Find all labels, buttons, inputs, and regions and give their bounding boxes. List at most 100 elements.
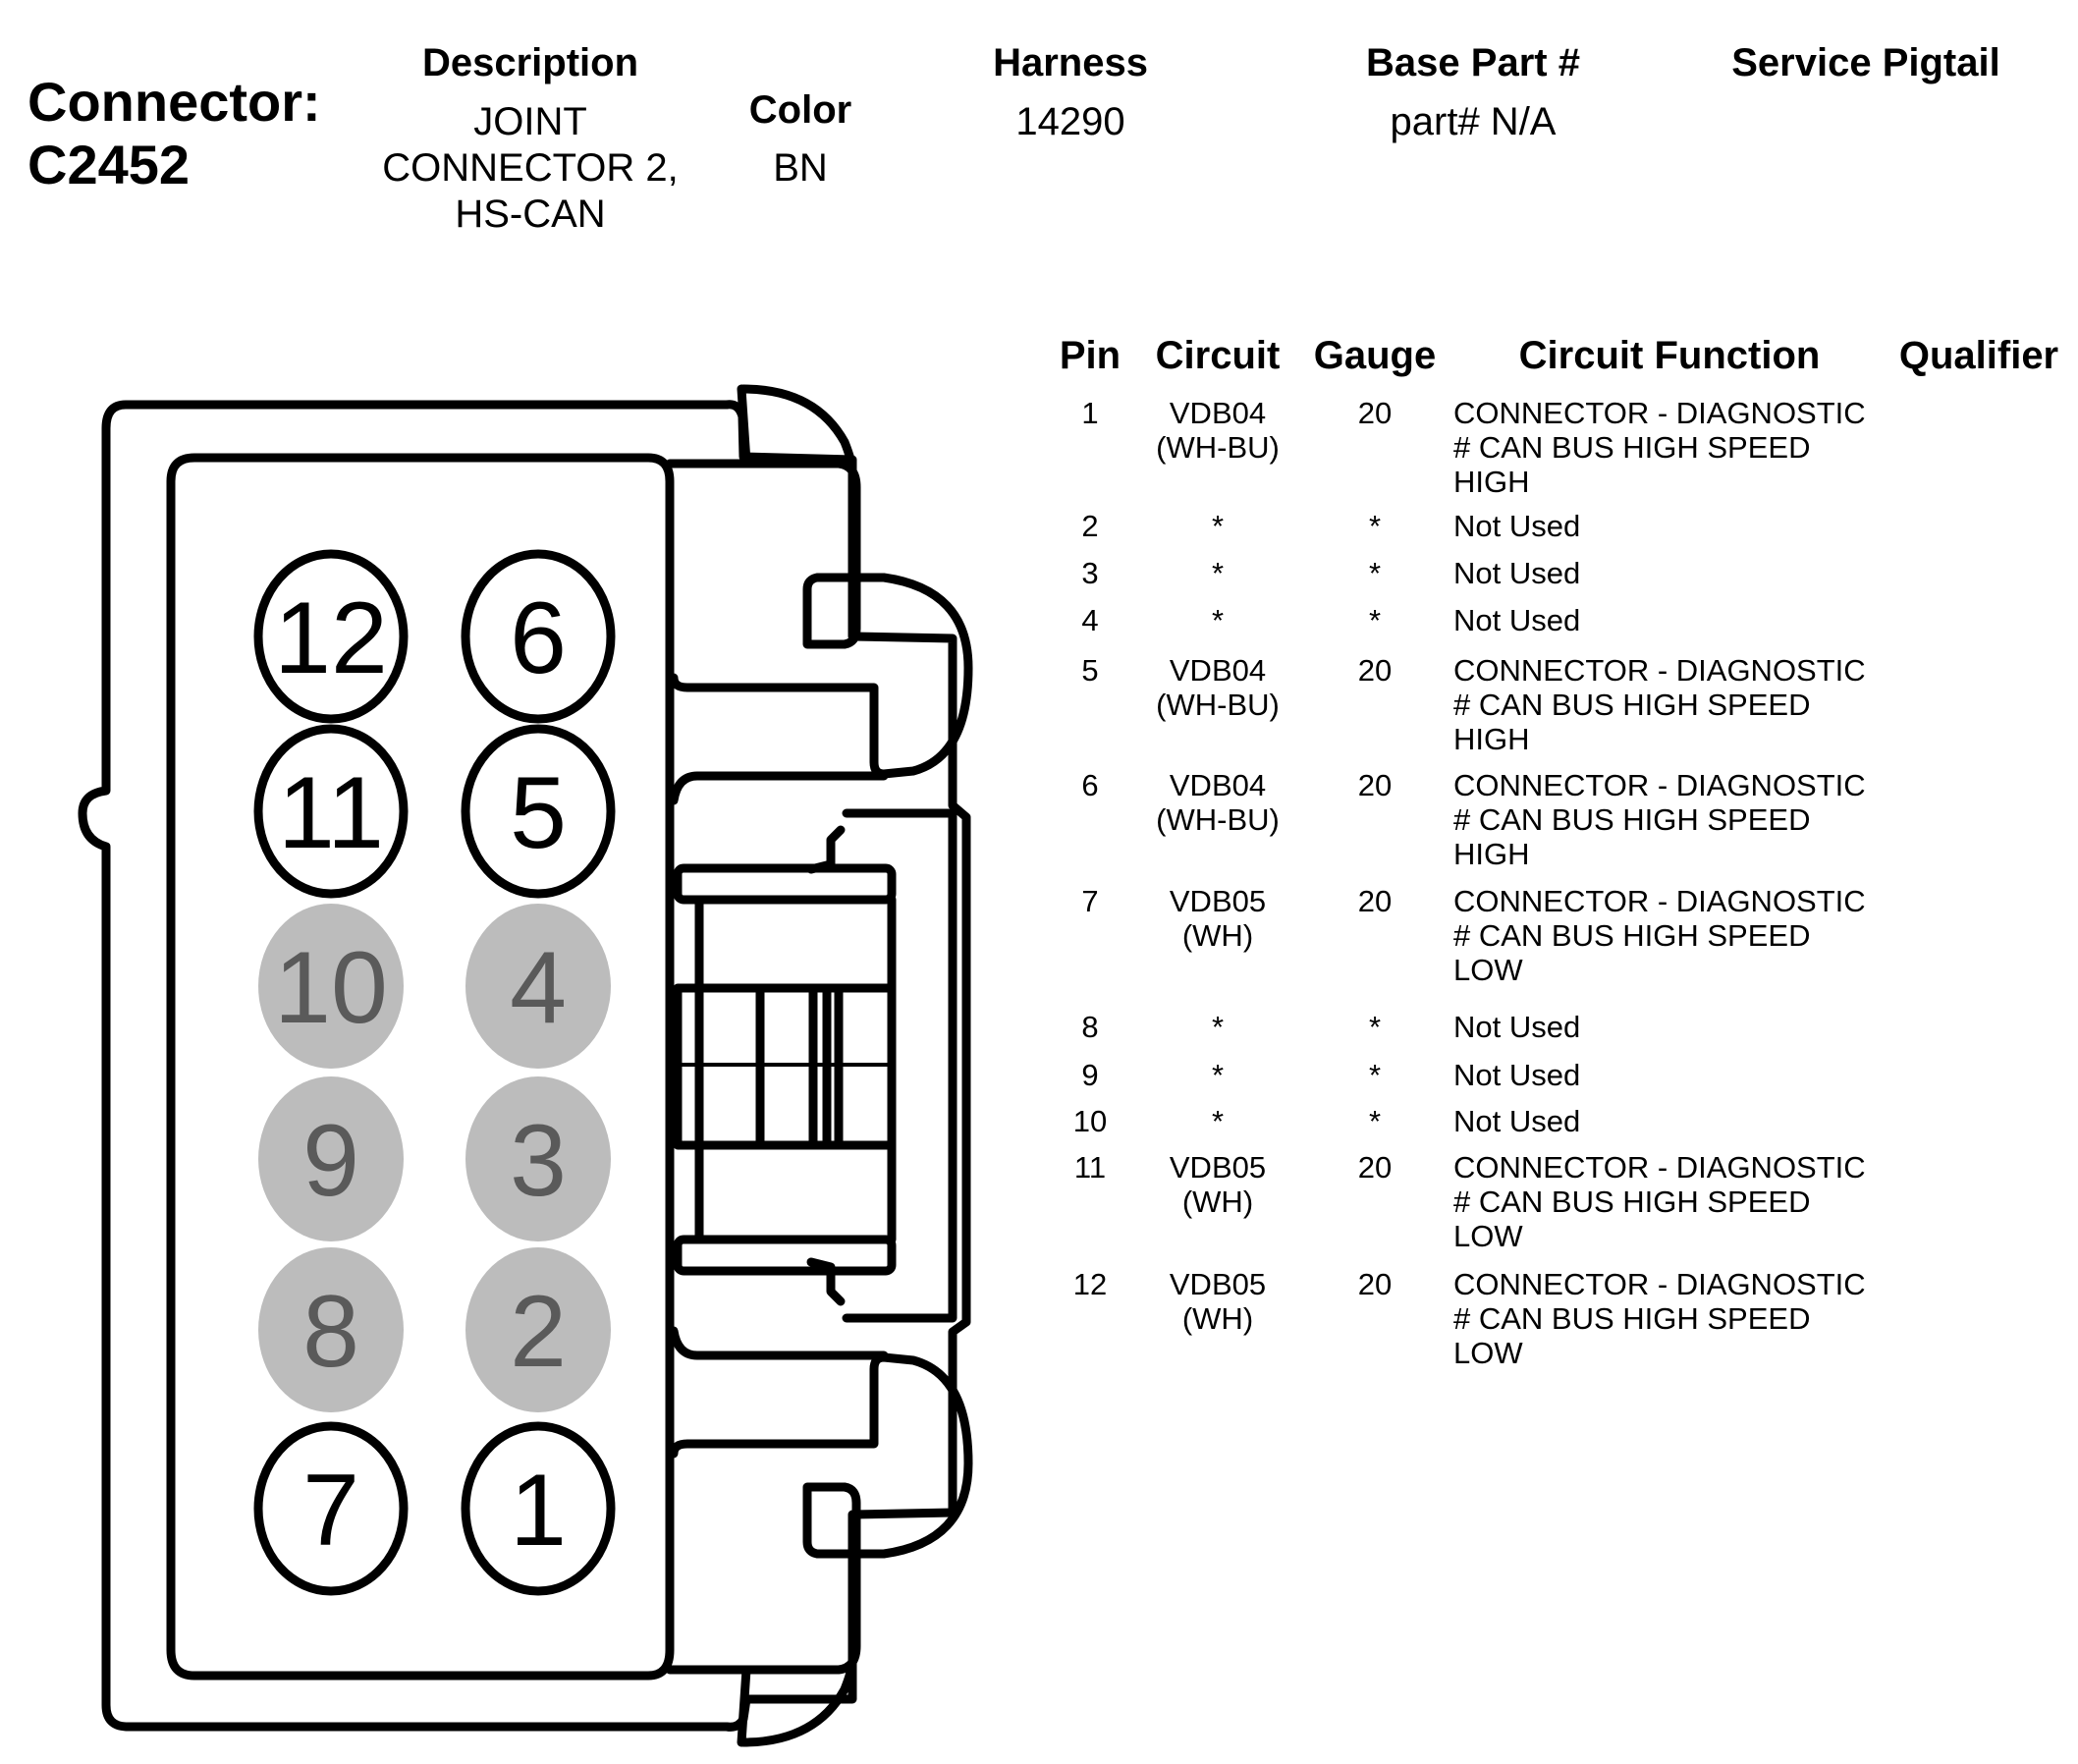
pin-number: 9 bbox=[1081, 1058, 1099, 1092]
circuit-line: VDB04 bbox=[1169, 653, 1267, 688]
circuit-function-line: Not Used bbox=[1453, 556, 1581, 590]
circuit-function-cell: Not Used bbox=[1453, 603, 1944, 637]
pin-cavity: 2 bbox=[465, 1247, 611, 1412]
circuit-function-cell: Not Used bbox=[1453, 1104, 1944, 1138]
circuit-function-line: CONNECTOR - DIAGNOSTIC bbox=[1453, 768, 1866, 802]
circuit-function-line: # CAN BUS HIGH SPEED bbox=[1453, 802, 1811, 837]
used-pin-cavity bbox=[253, 549, 409, 724]
circuit-function-line: Not Used bbox=[1453, 1058, 1581, 1092]
lock-tab-upper bbox=[806, 825, 846, 874]
used-pin-cavity bbox=[461, 1421, 616, 1596]
col-header-pin: Pin bbox=[1059, 334, 1121, 377]
connector-heading: Connector: C2452 bbox=[27, 71, 321, 196]
pin-number: 11 bbox=[1073, 1150, 1107, 1185]
circuit-line: VDB05 bbox=[1169, 884, 1267, 918]
used-pin-cavity bbox=[461, 724, 616, 899]
lower-channel bbox=[665, 1352, 973, 1675]
circuit-function-line: CONNECTOR - DIAGNOSTIC bbox=[1453, 653, 1866, 688]
gauge-cell: * bbox=[1368, 1104, 1382, 1138]
harness-value: 14290 bbox=[1015, 100, 1125, 143]
mid-upper-channel bbox=[669, 771, 889, 805]
circuit-function-line: HIGH bbox=[1453, 465, 1530, 499]
circuit-function-cell: Not Used bbox=[1453, 1010, 1944, 1044]
circuit-function-cell: CONNECTOR - DIAGNOSTIC# CAN BUS HIGH SPE… bbox=[1453, 1150, 1944, 1253]
lower-latch-bottom bbox=[737, 1665, 751, 1747]
pin-number: 4 bbox=[1081, 603, 1099, 637]
pin-cavity: 11 bbox=[253, 724, 409, 899]
pin-cavity: 10 bbox=[258, 904, 404, 1069]
circuit-line: (WH) bbox=[1181, 918, 1254, 953]
circuit-line: (WH) bbox=[1181, 1185, 1254, 1219]
pin-number: 2 bbox=[1081, 509, 1099, 543]
circuit-line: (WH-BU) bbox=[1156, 688, 1280, 722]
circuit-line: (WH-BU) bbox=[1156, 802, 1280, 837]
pin-cavity: 12 bbox=[253, 549, 409, 724]
pin-number: 6 bbox=[1081, 768, 1099, 802]
description-line: HS-CAN bbox=[455, 193, 606, 236]
gauge-cell: 20 bbox=[1357, 884, 1393, 918]
circuit-cell: * bbox=[1139, 509, 1296, 543]
gauge-cell: * bbox=[1368, 1010, 1382, 1044]
circuit-cell: VDB04(WH-BU) bbox=[1139, 653, 1296, 722]
circuit-function-cell: CONNECTOR - DIAGNOSTIC# CAN BUS HIGH SPE… bbox=[1453, 1267, 1944, 1370]
circuit-cell: * bbox=[1139, 556, 1296, 590]
unused-pin-cavity bbox=[465, 1076, 611, 1241]
pin-cavity: 9 bbox=[258, 1076, 404, 1241]
gauge-cell: 20 bbox=[1357, 396, 1393, 430]
pin-number: 5 bbox=[1081, 653, 1099, 688]
circuit-function-line: Not Used bbox=[1453, 1010, 1581, 1044]
circuit-cell: * bbox=[1139, 1010, 1296, 1044]
circuit-cell: VDB04(WH-BU) bbox=[1139, 396, 1296, 465]
description-line: JOINT bbox=[473, 100, 587, 143]
circuit-function-line: CONNECTOR - DIAGNOSTIC bbox=[1453, 396, 1866, 430]
pin-cavity-label: 3 bbox=[510, 1104, 567, 1218]
pin-cavity-label: 5 bbox=[510, 756, 567, 870]
lock-tab-lower bbox=[806, 1257, 846, 1306]
circuit-function-cell: CONNECTOR - DIAGNOSTIC# CAN BUS HIGH SPE… bbox=[1453, 768, 1944, 871]
circuit-line: VDB04 bbox=[1169, 768, 1267, 802]
circuit-line: (WH) bbox=[1181, 1301, 1254, 1336]
lock-tab-frame bbox=[842, 808, 957, 1323]
gauge-cell: * bbox=[1368, 509, 1382, 543]
col-header-circuit-function: Circuit Function bbox=[1518, 334, 1821, 377]
upper-latch-top bbox=[737, 384, 751, 467]
used-pin-cavity bbox=[461, 549, 616, 724]
pin-cavity-label: 4 bbox=[510, 931, 567, 1045]
circuit-cell: * bbox=[1139, 603, 1296, 637]
pin-cavity: 7 bbox=[253, 1421, 409, 1596]
pin-cavity-label: 6 bbox=[510, 581, 567, 695]
base-part-label: Base Part # bbox=[1366, 41, 1580, 84]
pin-cavity-label: 10 bbox=[274, 931, 388, 1045]
col-header-circuit: Circuit bbox=[1155, 334, 1281, 377]
circuit-cell: VDB05(WH) bbox=[1139, 1150, 1296, 1219]
lock-body-bottom bbox=[673, 1235, 897, 1276]
circuit-function-line: # CAN BUS HIGH SPEED bbox=[1453, 1185, 1811, 1219]
pin-number: 12 bbox=[1072, 1267, 1108, 1301]
circuit-function-cell: CONNECTOR - DIAGNOSTIC# CAN BUS HIGH SPE… bbox=[1453, 396, 1944, 499]
circuit-line: VDB04 bbox=[1169, 396, 1267, 430]
color-label: Color bbox=[748, 88, 852, 132]
unused-pin-cavity bbox=[258, 1076, 404, 1241]
harness-label: Harness bbox=[993, 41, 1148, 84]
pin-cavity-label: 11 bbox=[278, 756, 384, 870]
circuit-function-line: # CAN BUS HIGH SPEED bbox=[1453, 918, 1811, 953]
gauge-cell: * bbox=[1368, 603, 1382, 637]
pin-cavity-label: 7 bbox=[302, 1454, 359, 1568]
base-part-value: part# N/A bbox=[1390, 100, 1557, 143]
circuit-function-cell: CONNECTOR - DIAGNOSTIC# CAN BUS HIGH SPE… bbox=[1453, 884, 1944, 987]
lock-body-top bbox=[673, 863, 897, 905]
circuit-function-line: # CAN BUS HIGH SPEED bbox=[1453, 1301, 1811, 1336]
pin-cavity: 5 bbox=[461, 724, 616, 899]
pin-cavity-label: 8 bbox=[302, 1275, 359, 1389]
circuit-function-cell: Not Used bbox=[1453, 1058, 1944, 1092]
pin-number: 10 bbox=[1072, 1104, 1108, 1138]
circuit-function-line: CONNECTOR - DIAGNOSTIC bbox=[1453, 884, 1866, 918]
circuit-function-line: LOW bbox=[1453, 1336, 1523, 1370]
circuit-function-line: # CAN BUS HIGH SPEED bbox=[1453, 430, 1811, 465]
pin-number: 1 bbox=[1081, 396, 1099, 430]
unused-pin-cavity bbox=[258, 904, 404, 1069]
circuit-line: * bbox=[1211, 509, 1225, 543]
circuit-cell: * bbox=[1139, 1104, 1296, 1138]
